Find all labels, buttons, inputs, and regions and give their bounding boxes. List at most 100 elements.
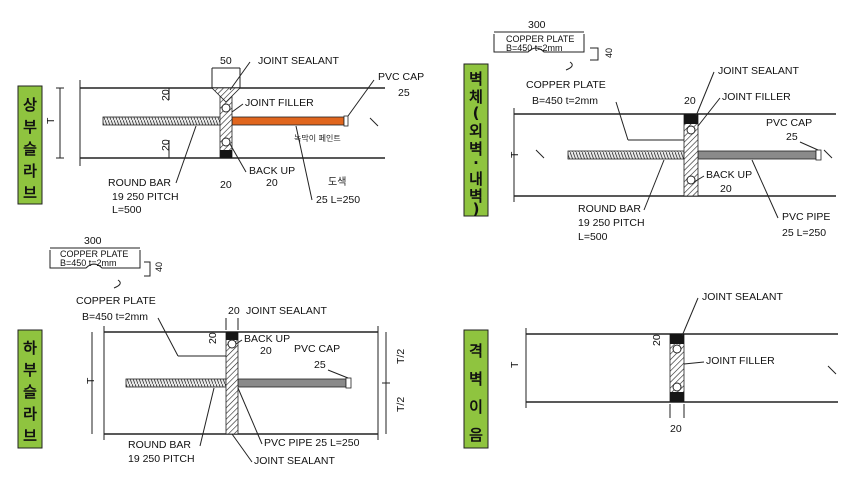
lower-copper-side-dim: 40 <box>154 262 164 272</box>
wall-round-bar-label: ROUND BAR <box>578 203 641 215</box>
lower-slab-tab-char: 슬 <box>23 383 37 401</box>
upper-slab-tab-char: 브 <box>23 184 37 202</box>
pipe-length-label: 25 L=250 <box>316 194 360 206</box>
wall-pvc-cap-label: PVC CAP <box>766 117 812 129</box>
upper-slab-detail: 상 부 슬 라 브 T 50 20 20 <box>17 55 424 216</box>
back-up-circle <box>221 137 231 147</box>
lower-slab-detail: 하 부 슬 라 브 300 COPPER PLATE B=450 t=2mm 4… <box>17 235 407 467</box>
partition-tab-char: 격 <box>469 342 483 360</box>
wall-round-bar-length: L=500 <box>578 231 608 243</box>
wall-joint-sealant <box>684 114 698 124</box>
wall-tab-char: 벽 <box>469 140 483 158</box>
round-bar-length: L=500 <box>112 204 142 216</box>
wall-tab-char: · <box>473 154 479 172</box>
lower-joint-sealant-bottom-label: JOINT SEALANT <box>254 455 335 467</box>
partition-joint-sealant-label: JOINT SEALANT <box>702 291 783 303</box>
dim-50-label: 50 <box>220 55 232 67</box>
lower-slab-tab <box>17 329 43 449</box>
dim-20-lower: 20 <box>160 139 172 151</box>
partition-back-up-circle <box>672 382 682 392</box>
back-up-num: 20 <box>266 177 278 189</box>
lower-back-up-num: 20 <box>260 345 272 357</box>
partition-tab-char: 이 <box>469 398 483 416</box>
wall-dim-20: 20 <box>684 95 696 107</box>
wall-dim-T: T <box>509 151 521 158</box>
wall-pvc-pipe <box>697 150 817 160</box>
lower-slab-tab-char: 부 <box>23 361 37 379</box>
back-up-circle <box>221 103 231 113</box>
lower-joint-sealant <box>226 332 238 340</box>
wall-tab-char: ) <box>473 200 480 218</box>
partition-joint-filler-label: JOINT FILLER <box>706 355 775 367</box>
upper-slab-tab-char: 부 <box>23 118 37 136</box>
round-bar <box>102 116 228 126</box>
lower-pvc-pipe-label: PVC PIPE 25 L=250 <box>264 437 360 449</box>
lower-copper-plate-label: COPPER PLATE <box>76 295 156 307</box>
joint-sealant-label: JOINT SEALANT <box>258 55 339 67</box>
copper-dim: 300 <box>528 19 546 31</box>
wall-pvc-cap-num: 25 <box>786 131 798 143</box>
lower-copper-box-line1: COPPER PLATE <box>60 249 128 259</box>
pvc-cap-num: 25 <box>398 87 410 99</box>
partition-back-up-circle <box>672 344 682 354</box>
wall-tab-char: 체 <box>469 88 483 106</box>
wall-round-bar-pitch: 19 250 PITCH <box>578 217 645 229</box>
lower-round-bar <box>125 378 227 388</box>
copper-box-line1: COPPER PLATE <box>506 34 574 44</box>
dim-20-upper: 20 <box>160 89 172 101</box>
wall-joint-filler-label: JOINT FILLER <box>722 91 791 103</box>
partition-dim-20-side: 20 <box>651 334 663 346</box>
joint-filler-label: JOINT FILLER <box>245 97 314 109</box>
upper-slab-tab-char: 라 <box>23 162 37 180</box>
upper-slab-tab-char: 슬 <box>23 140 37 158</box>
lower-back-up-circle <box>227 339 237 349</box>
lower-copper-plate-spec: B=450 t=2mm <box>82 311 148 323</box>
wall-back-up-circle <box>686 175 696 185</box>
lower-copper-dim: 300 <box>84 235 102 247</box>
wall-back-up-num: 20 <box>720 183 732 195</box>
lower-dim-T: T <box>85 377 97 384</box>
copper-box-line2: B=450 t=2mm <box>506 43 563 53</box>
wall-back-up-label: BACK UP <box>706 169 752 181</box>
pvc-cap <box>343 115 349 127</box>
round-bar-label: ROUND BAR <box>108 177 171 189</box>
lower-pvc-cap-label: PVC CAP <box>294 343 340 355</box>
pvc-cap-label: PVC CAP <box>378 71 424 83</box>
partition-joint-sealant <box>670 334 684 344</box>
wall-joint-sealant-label: JOINT SEALANT <box>718 65 799 77</box>
partition-tab-char: 벽 <box>469 370 483 388</box>
round-bar-pitch: 19 250 PITCH <box>112 191 179 203</box>
lower-dim-20-side: 20 <box>207 332 219 344</box>
copper-plate-spec: B=450 t=2mm <box>532 95 598 107</box>
wall-back-up-circle <box>686 125 696 135</box>
lower-round-bar-label: ROUND BAR <box>128 439 191 451</box>
lower-pvc-cap-num: 25 <box>314 359 326 371</box>
lower-t-half-2: T/2 <box>395 397 407 412</box>
copper-plate-label: COPPER PLATE <box>526 79 606 91</box>
orange-pvc-pipe <box>231 116 345 126</box>
partition-detail: 격 벽 이 음 T JOINT SEALANT JOINT FILLER 20 … <box>463 291 838 449</box>
wall-tab-char: 내 <box>469 170 483 188</box>
partition-tab-char: 음 <box>469 426 483 444</box>
upper-slab-tab <box>17 85 43 205</box>
partition-tab <box>463 329 489 449</box>
lower-back-up-label: BACK UP <box>244 333 290 345</box>
paint-label: 도색 <box>328 176 346 188</box>
wall-detail: 벽 체 ( 외 벽 · 내 벽 ) 300 COPPER PLATE B=450… <box>463 19 836 243</box>
lower-round-bar-pitch: 19 250 PITCH <box>128 453 195 465</box>
lower-slab-tab-char: 라 <box>23 405 37 423</box>
wall-tab <box>463 63 489 217</box>
lower-slab-tab-char: 브 <box>23 427 37 445</box>
upper-slab-tab-char: 상 <box>23 96 37 114</box>
partition-joint-filler <box>669 333 685 403</box>
lower-t-half-1: T/2 <box>395 349 407 364</box>
lower-copper-box-line2: B=450 t=2mm <box>60 258 117 268</box>
lower-joint-sealant-top-label: JOINT SEALANT <box>246 305 327 317</box>
lower-dim-20-top: 20 <box>228 305 240 317</box>
green-paint-label: 녹막이 페인트 <box>294 133 341 143</box>
dim-T-label: T <box>45 117 57 124</box>
joint-sealant <box>211 87 241 103</box>
partition-dim-T: T <box>509 361 521 368</box>
bottom-20-label: 20 <box>220 179 232 191</box>
